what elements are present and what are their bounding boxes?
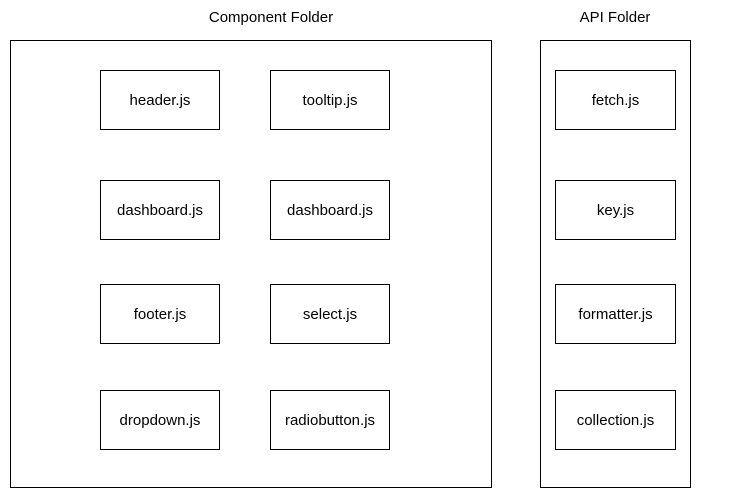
file-box-select-js: select.js — [270, 284, 390, 344]
file-box-collection-js: collection.js — [555, 390, 676, 450]
file-box-dashboard-js-right: dashboard.js — [270, 180, 390, 240]
file-box-key-js: key.js — [555, 180, 676, 240]
file-box-dashboard-js-left: dashboard.js — [100, 180, 220, 240]
component-folder-container — [10, 40, 492, 488]
file-box-fetch-js: fetch.js — [555, 70, 676, 130]
file-box-tooltip-js: tooltip.js — [270, 70, 390, 130]
component-folder-title: Component Folder — [208, 9, 334, 26]
file-box-formatter-js: formatter.js — [555, 284, 676, 344]
file-box-header-js: header.js — [100, 70, 220, 130]
file-box-dropdown-js: dropdown.js — [100, 390, 220, 450]
file-box-footer-js: footer.js — [100, 284, 220, 344]
api-folder-title: API Folder — [579, 9, 651, 26]
file-box-radiobutton-js: radiobutton.js — [270, 390, 390, 450]
